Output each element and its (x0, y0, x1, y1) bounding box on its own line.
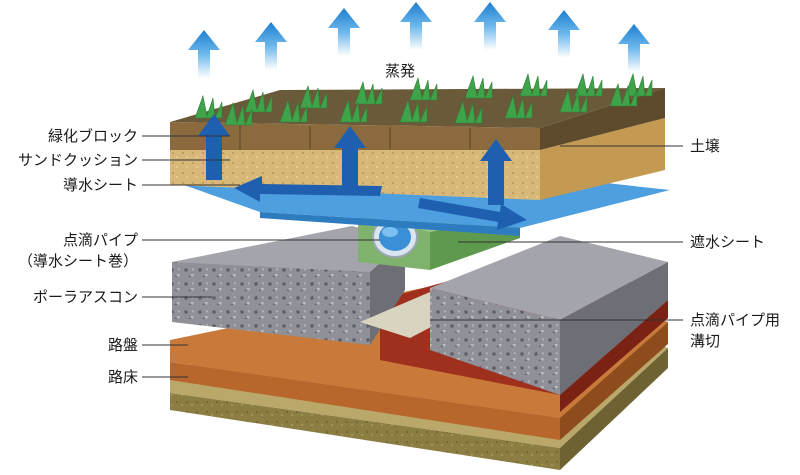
label-evaporation: 蒸発 (385, 62, 415, 80)
label-sand-cushion: サンドクッション (18, 151, 138, 169)
label-roadbed: 路盤 (108, 336, 138, 354)
evaporation-arrow-2 (255, 22, 287, 70)
flow-arrow-left (234, 176, 382, 202)
evaporation-arrow-5 (474, 2, 506, 50)
porous-asphalt-right (430, 236, 668, 395)
label-groove-line2: 溝切 (690, 332, 720, 350)
green-block-layer (170, 72, 665, 150)
evaporation-arrow-4 (400, 2, 432, 50)
flow-arrow-up-middle (334, 126, 366, 190)
label-subgrade: 路床 (108, 368, 138, 386)
evaporation-arrow-1 (188, 30, 220, 78)
evaporation-arrows (188, 2, 650, 78)
label-drip-pipe-line2: （導水シート巻） (18, 252, 138, 270)
label-porous-asphalt: ポーラアスコン (33, 288, 138, 306)
flow-arrow-right (418, 198, 527, 230)
evaporation-arrow-7 (618, 24, 650, 72)
flow-arrow-up-right (480, 139, 512, 205)
grass-tufts (194, 72, 653, 127)
water-flow-arrows (198, 114, 527, 230)
label-green-block: 緑化ブロック (48, 127, 138, 145)
label-drip-pipe-line1: 点滴パイプ (63, 231, 138, 249)
leader-lines (142, 135, 683, 378)
label-waterproof-sheet: 遮水シート (690, 233, 765, 251)
label-water-guiding-sheet: 導水シート (63, 176, 138, 194)
evaporation-arrow-6 (548, 10, 580, 58)
label-groove-line1: 点滴パイプ用 (690, 311, 780, 329)
flow-arrow-up-left (198, 114, 230, 180)
label-soil: 土壌 (690, 137, 720, 155)
evaporation-arrow-3 (328, 8, 360, 56)
